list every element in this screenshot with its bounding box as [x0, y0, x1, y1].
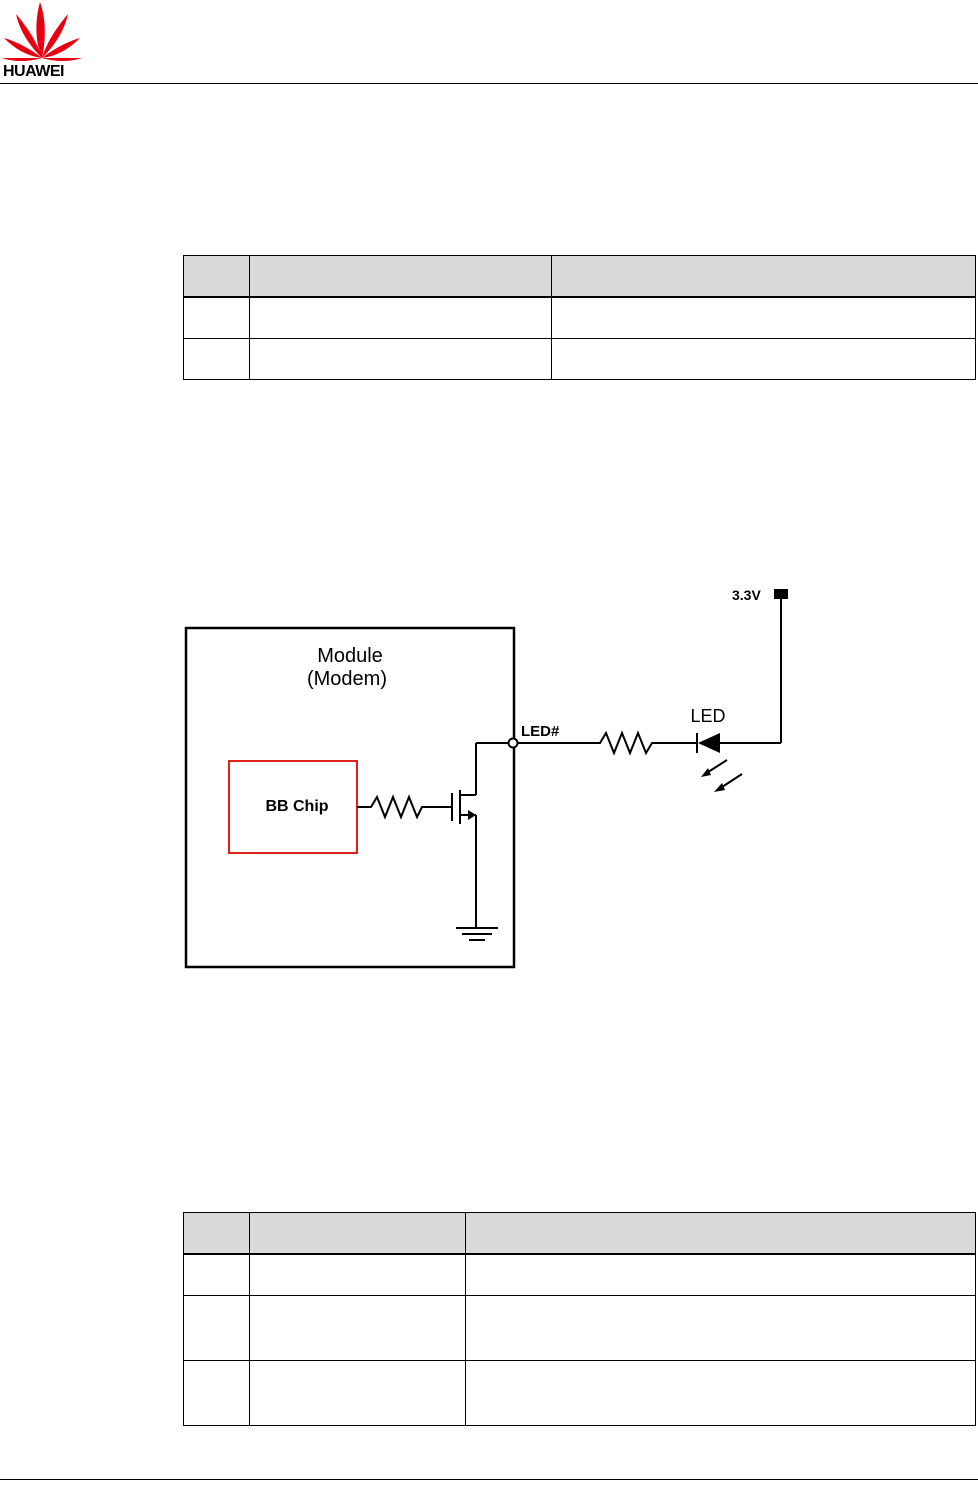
module-sublabel: (Modem): [307, 668, 387, 690]
module-label: Module: [317, 645, 383, 667]
table-header-cell: [464, 1212, 977, 1255]
pin-table: [183, 255, 977, 380]
table-header-row: [183, 255, 977, 298]
table-cell: [248, 1253, 466, 1296]
mosfet-arrow: [468, 810, 476, 820]
table-cell: [248, 338, 552, 380]
gate-resistor: [357, 794, 452, 820]
table-cell: [464, 1360, 977, 1426]
table-cell: [248, 1295, 466, 1361]
led-pin-label: LED#: [521, 723, 560, 740]
led-icon: [696, 733, 781, 792]
table-cell: [183, 1360, 250, 1426]
led-series-resistor: [518, 730, 697, 756]
table-cell: [464, 1295, 977, 1361]
brand-wordmark: HUAWEI: [3, 63, 65, 80]
table-cell: [550, 296, 977, 339]
table-row: [183, 296, 977, 339]
table-header-row: [183, 1212, 977, 1255]
led-pin-terminal: [507, 737, 519, 749]
table-header-cell: [248, 1212, 466, 1255]
ground-icon: [456, 927, 498, 941]
table-header-cell: [550, 255, 977, 298]
table-row: [183, 338, 977, 380]
mosfet-transistor: [451, 742, 509, 928]
led-circuit-diagram: Module (Modem) BB Chip LED# LED 3.3V: [184, 587, 788, 969]
table-cell: [183, 1295, 250, 1361]
huawei-logo: [2, 2, 82, 61]
table-row: [183, 1360, 977, 1426]
supply-label: 3.3V: [732, 587, 761, 603]
table-cell: [248, 296, 552, 339]
module-box: [184, 626, 516, 969]
table-cell: [183, 338, 250, 380]
table-cell: [248, 1360, 466, 1426]
led-label: LED: [690, 706, 725, 726]
table-cell: [464, 1253, 977, 1296]
table-cell: [183, 296, 250, 339]
table-header-cell: [183, 1212, 250, 1255]
table-header-cell: [183, 255, 250, 298]
supply-terminal: [774, 589, 788, 599]
header-divider: [0, 83, 978, 84]
bb-chip-label: BB Chip: [265, 798, 328, 815]
table-row: [183, 1295, 977, 1361]
table-header-cell: [248, 255, 552, 298]
led-status-table: [183, 1212, 977, 1426]
table-cell: [550, 338, 977, 380]
table-row: [183, 1253, 977, 1296]
table-cell: [183, 1253, 250, 1296]
footer-divider: [0, 1479, 978, 1480]
